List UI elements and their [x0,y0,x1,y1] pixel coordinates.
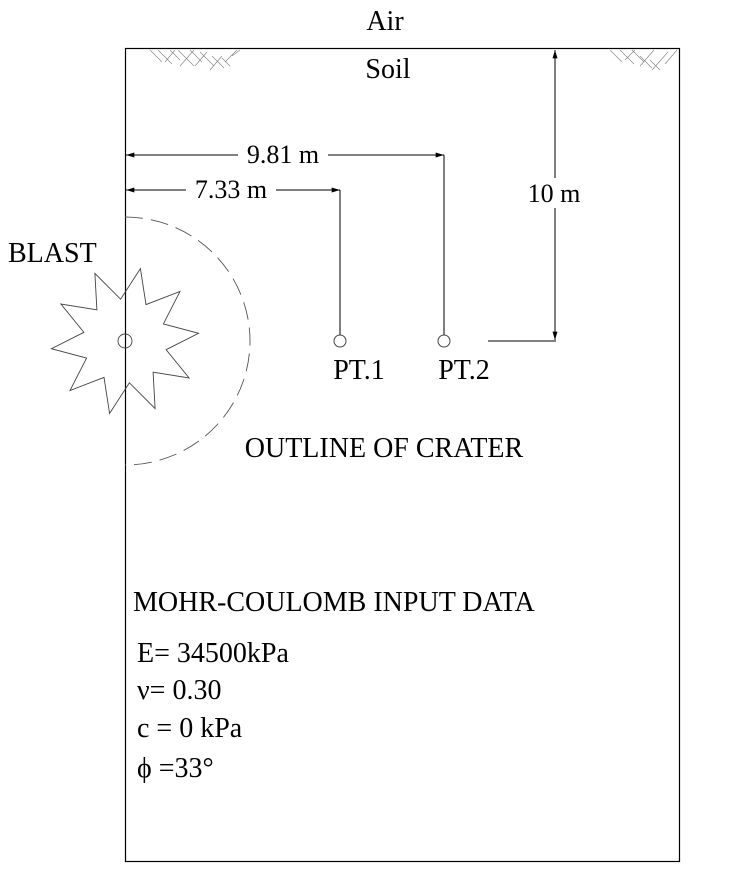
input-data-title: MOHR-COULOMB INPUT DATA [133,587,535,618]
air-label: Air [366,6,404,37]
crater-outline [124,216,251,466]
pt2-label: PT.2 [438,355,490,386]
input-nu: ν= 0.30 [137,675,221,706]
input-E: E= 34500kPa [137,638,289,669]
pt2-marker [437,334,451,348]
dim-label-pt1: 7.33 m [195,175,267,204]
input-c: c = 0 kPa [137,713,243,744]
crater-label: OUTLINE OF CRATER [245,433,524,464]
blast-label: BLAST [8,238,97,269]
pt1-label: PT.1 [333,355,385,386]
input-phi: ϕ =33° [137,753,214,784]
soil-domain-boundary [124,47,681,863]
soil-hatch-right [609,49,678,71]
dim-label-depth: 10 m [528,179,581,208]
soil-hatch-left [149,49,241,71]
blast-star-icon [50,267,200,415]
soil-label: Soil [365,54,410,85]
charge-center [117,333,133,349]
dim-label-pt2: 9.81 m [247,140,319,169]
pt1-marker [333,334,347,348]
